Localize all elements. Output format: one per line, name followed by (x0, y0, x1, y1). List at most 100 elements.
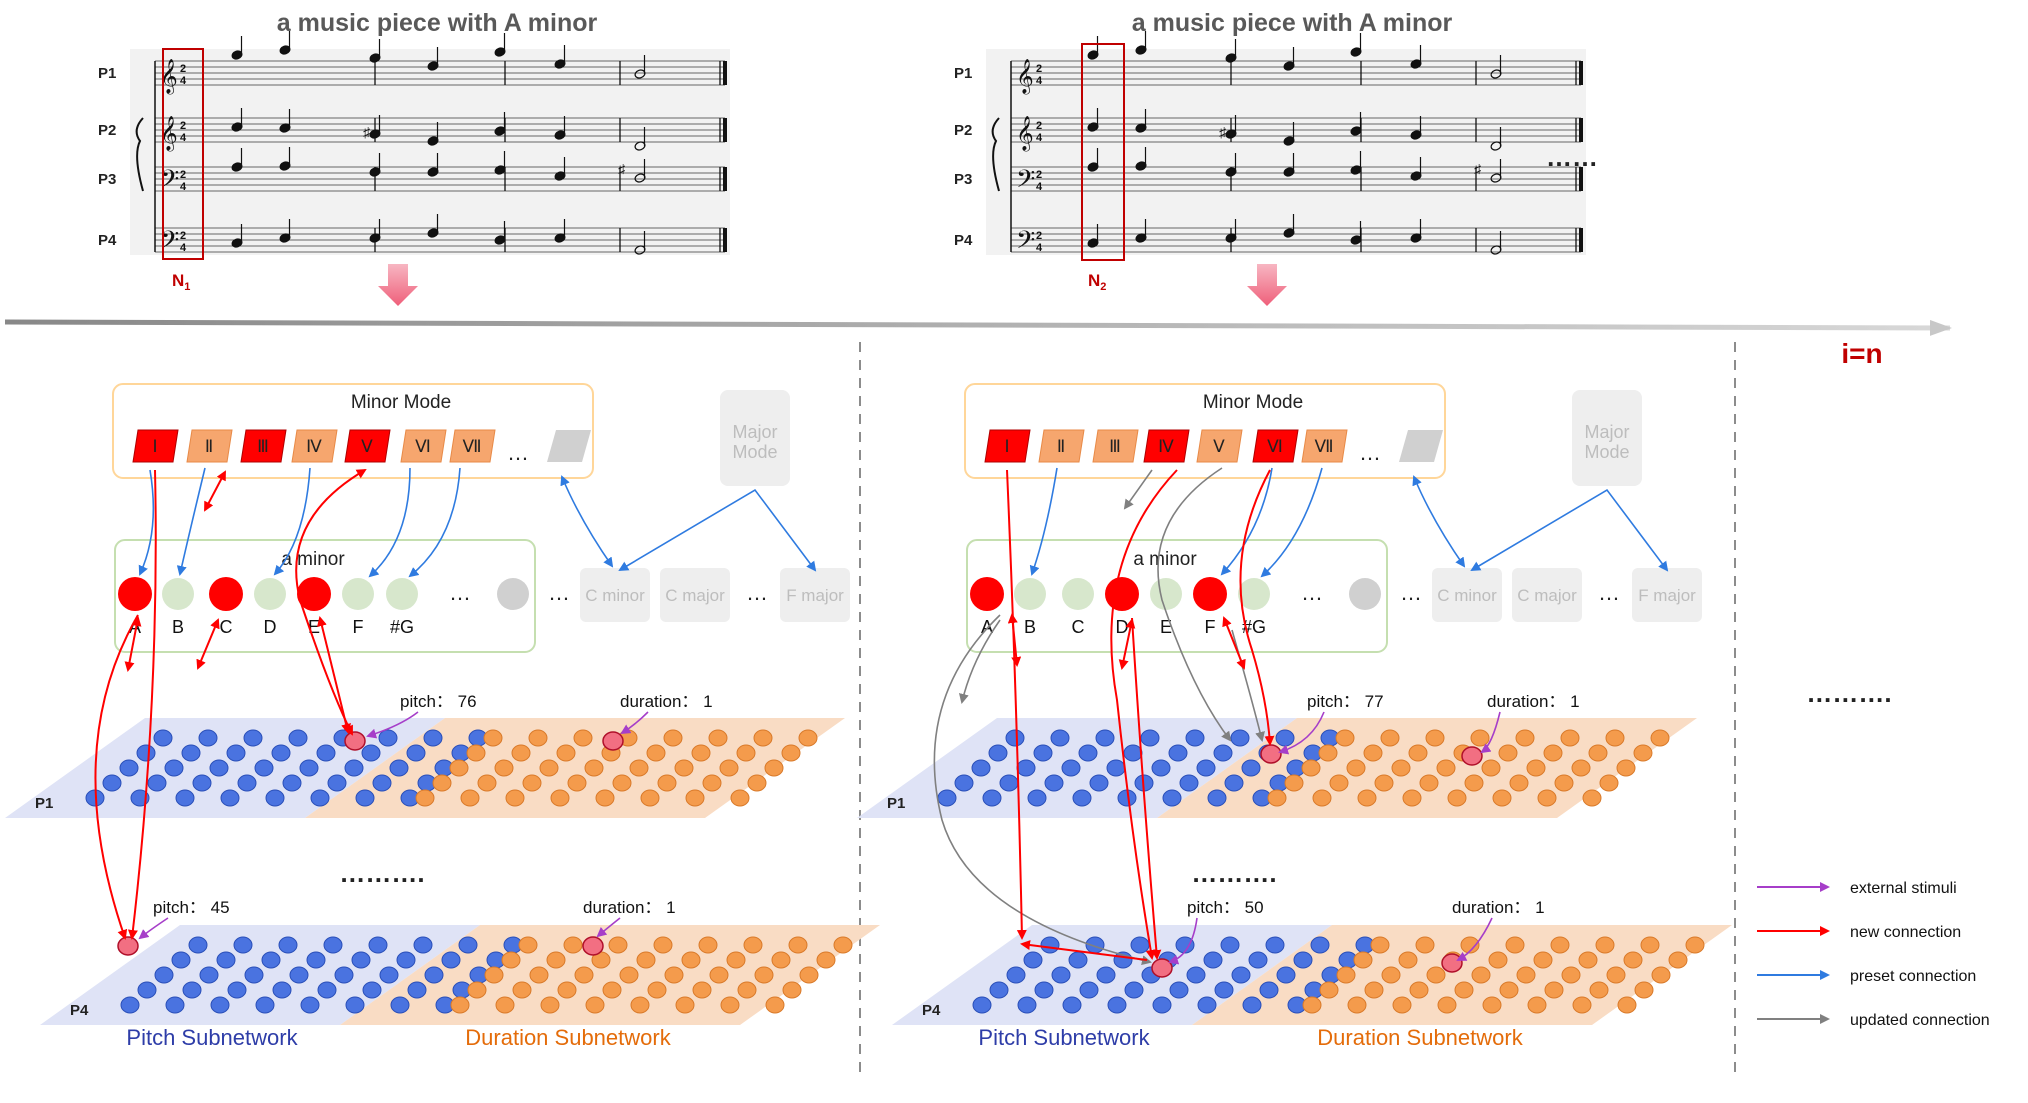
scores-ellipsis: …… (1546, 142, 1598, 172)
key-ellipsis: … (548, 580, 570, 605)
step-label: i=n (1841, 338, 1882, 369)
pitch-neuron (244, 966, 264, 984)
duration-neuron (781, 744, 801, 762)
svg-text:4: 4 (1036, 242, 1043, 254)
duration-neuron (477, 774, 497, 792)
duration-neuron (1589, 981, 1609, 999)
duration-neuron (1543, 744, 1563, 762)
duration-neuron (1284, 774, 1304, 792)
degree-label: Ⅴ (1213, 437, 1225, 456)
duration-neuron (518, 936, 538, 954)
pitch-neuron (1265, 936, 1285, 954)
major-mode-box (720, 390, 790, 486)
layer-label: P1 (887, 795, 905, 812)
svg-text:2: 2 (180, 63, 186, 75)
duration-neuron (602, 981, 622, 999)
c-major-box (660, 568, 730, 622)
duration-neuron (1515, 729, 1535, 747)
pitch-neuron (192, 774, 212, 792)
duration-neuron (1464, 774, 1484, 792)
duration-neuron (692, 981, 712, 999)
staff-label: P2 (98, 122, 116, 139)
duration-neuron (495, 996, 515, 1014)
degree-box (400, 429, 447, 463)
new-connection (196, 618, 220, 670)
pitch-neuron (147, 774, 167, 792)
major-mode-box (1572, 390, 1642, 486)
pitch-neuron (1151, 759, 1171, 777)
pitch-neuron (300, 996, 320, 1014)
duration-neuron (1460, 936, 1480, 954)
key-note-node (1238, 578, 1270, 610)
pitch-subnetwork-label: Pitch Subnetwork (978, 1025, 1150, 1050)
new-connection (1007, 613, 1022, 667)
pitch-neuron (327, 774, 347, 792)
duration-neuron (674, 759, 694, 777)
duration-neuron (1398, 951, 1418, 969)
degree-box-more (1399, 430, 1443, 462)
duration-neuron (1318, 744, 1338, 762)
pitch-neuron (1106, 759, 1126, 777)
svg-text:2: 2 (180, 230, 186, 242)
duration-neuron (640, 789, 660, 807)
duration-neuron (653, 936, 673, 954)
pitch-neuron (1207, 789, 1227, 807)
degree-label: Ⅵ (1267, 437, 1283, 456)
pitch-subnetwork-label: Pitch Subnetwork (126, 1025, 298, 1050)
duration-neuron (1623, 951, 1643, 969)
bass-clef-icon: 𝄢 (1016, 166, 1035, 199)
updated-connection (933, 614, 1152, 966)
staff-label: P3 (954, 171, 972, 188)
pitch-neuron (1213, 744, 1233, 762)
pitch-neuron (1044, 774, 1064, 792)
duration-neuron (1527, 996, 1547, 1014)
key-note-label: F (353, 617, 364, 637)
active-pitch-neuron (117, 936, 139, 956)
duration-neuron (1471, 966, 1491, 984)
duration-neuron (691, 744, 711, 762)
legend: external stimuli new connection preset c… (1757, 880, 1990, 1029)
pitch-value-bottom: pitch： 45 (153, 898, 230, 917)
legend-label-new: new connection (1850, 924, 1961, 941)
duration-neuron (466, 744, 486, 762)
preset-connection (368, 467, 411, 578)
key-note-label: D (264, 617, 277, 637)
degree-label: Ⅳ (1158, 437, 1174, 456)
duration-neuron (1633, 744, 1653, 762)
duration-neuron (798, 729, 818, 747)
duration-value-top: duration： 1 (620, 692, 713, 711)
pitch-neuron (389, 759, 409, 777)
duration-neuron (512, 981, 532, 999)
duration-neuron (467, 981, 487, 999)
duration-neuron (1380, 729, 1400, 747)
pitch-neuron (265, 789, 285, 807)
updated-connection (958, 619, 1001, 704)
key-ellipsis: … (1301, 580, 1323, 605)
degree-label: Ⅵ (415, 437, 431, 456)
duration-neuron (1516, 966, 1536, 984)
pitch-neuron (323, 936, 343, 954)
pitch-neuron (1033, 744, 1053, 762)
duration-neuron (563, 936, 583, 954)
major-mode-label-line2: Mode (732, 442, 777, 462)
pitch-neuron (1089, 774, 1109, 792)
duration-neuron (675, 996, 695, 1014)
note-highlight-n2 (1081, 43, 1125, 261)
duration-neuron (1482, 996, 1502, 1014)
duration-neuron (747, 774, 767, 792)
svg-text:4: 4 (1036, 181, 1043, 193)
c-major-box-label: C major (665, 586, 725, 605)
duration-neuron (608, 936, 628, 954)
duration-neuron (788, 936, 808, 954)
pitch-neuron (1072, 789, 1092, 807)
pitch-neuron (317, 981, 337, 999)
preset-connection (273, 467, 311, 576)
new-connection (127, 469, 157, 940)
duration-neuron (522, 774, 542, 792)
pitch-neuron (1293, 951, 1313, 969)
duration-neuron (432, 774, 452, 792)
duration-neuron (1353, 951, 1373, 969)
